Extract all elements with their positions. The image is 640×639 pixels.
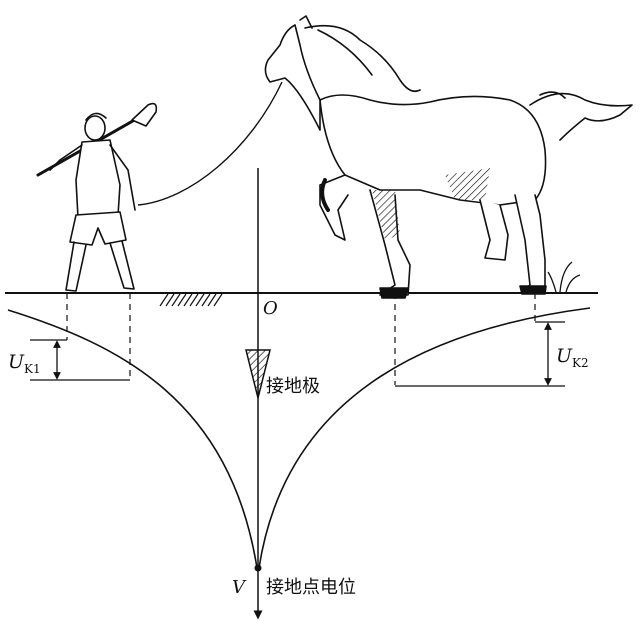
grass-tuft [547, 261, 581, 293]
electrode-icon [245, 349, 271, 399]
uk1-main: U [8, 351, 25, 373]
uk2-main: U [556, 345, 573, 367]
potential-curve-right [258, 307, 591, 569]
rope [137, 81, 283, 206]
potential-curve-left [7, 309, 258, 569]
uk1-sub: K1 [24, 362, 41, 376]
ground-hatch [159, 293, 223, 307]
ground-potential-label: 接地点电位 [266, 577, 356, 598]
uk2-label: UK2 [556, 345, 589, 370]
person-figure [36, 102, 158, 292]
uk1-label: UK1 [8, 351, 41, 376]
horse-figure [264, 15, 633, 299]
horse-projections [394, 293, 565, 387]
ground-point [254, 564, 262, 572]
origin-label: O [263, 298, 278, 319]
person-projections [30, 293, 131, 381]
uk2-sub: K2 [572, 356, 589, 370]
v-axis-label: V [232, 577, 247, 598]
electrode-label: 接地极 [266, 376, 320, 397]
